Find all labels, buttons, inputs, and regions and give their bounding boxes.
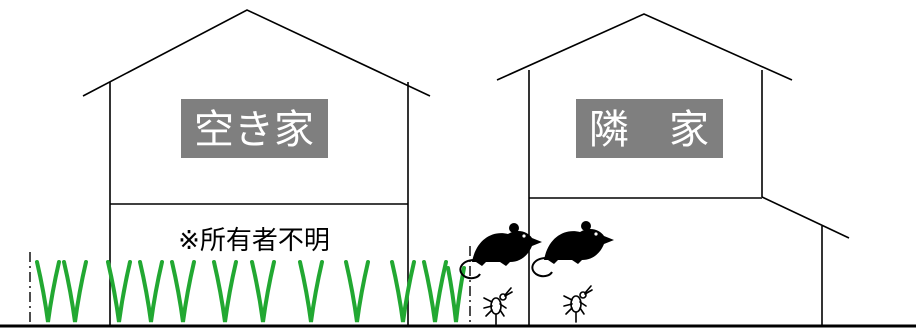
neighbor-house-label: 隣 家 xyxy=(589,107,709,153)
vacant-house xyxy=(82,9,431,326)
vacant-house-roof xyxy=(82,9,431,97)
owner-unknown-note: ※所有者不明 xyxy=(178,226,330,256)
weed-icon xyxy=(62,260,88,323)
weed-icon xyxy=(35,260,61,323)
insect-icon xyxy=(563,285,593,323)
rat-icon xyxy=(531,221,614,278)
weed-icon xyxy=(422,260,448,323)
weed-icon xyxy=(170,260,196,323)
weed-icon xyxy=(250,260,276,323)
neighbor-house-roof xyxy=(496,13,793,81)
insect-icon xyxy=(483,287,513,325)
weed-icon xyxy=(106,260,132,323)
neighbor-house-label-box xyxy=(576,99,723,158)
weeds xyxy=(35,260,466,323)
rat-icon xyxy=(459,223,542,280)
weed-icon xyxy=(390,260,416,323)
weed-icon xyxy=(446,266,466,323)
weed-icon xyxy=(138,260,164,323)
vacant-house-label-box xyxy=(181,99,328,158)
weed-icon xyxy=(212,260,238,323)
weed-icon xyxy=(344,260,370,323)
neighbor-house xyxy=(496,13,850,326)
vacant-house-label: 空き家 xyxy=(194,107,314,153)
weed-icon xyxy=(298,260,324,323)
neighbor-house-annex-roof xyxy=(761,196,850,239)
